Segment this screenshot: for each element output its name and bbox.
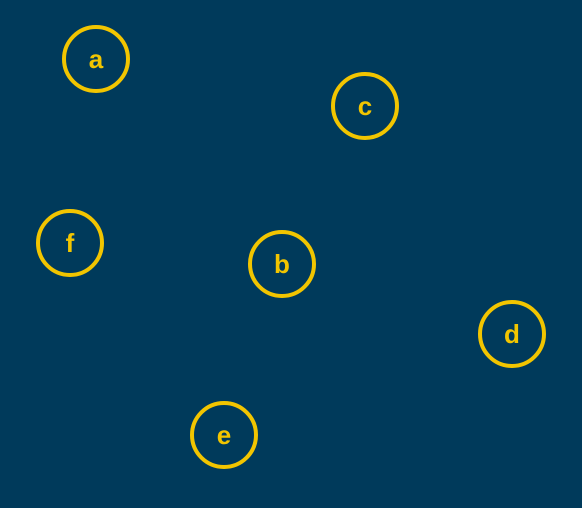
node-f-label: f	[65, 227, 75, 258]
node-c-label: c	[357, 90, 373, 121]
node-b-label: b	[274, 248, 290, 279]
node-e: e	[190, 401, 258, 469]
node-a-label: a	[88, 43, 104, 74]
node-d-label: d	[504, 318, 520, 349]
node-a: a	[62, 25, 130, 93]
node-f: f	[36, 209, 104, 277]
node-c: c	[331, 72, 399, 140]
node-e-label: e	[216, 419, 232, 450]
node-d: d	[478, 300, 546, 368]
node-b: b	[248, 230, 316, 298]
